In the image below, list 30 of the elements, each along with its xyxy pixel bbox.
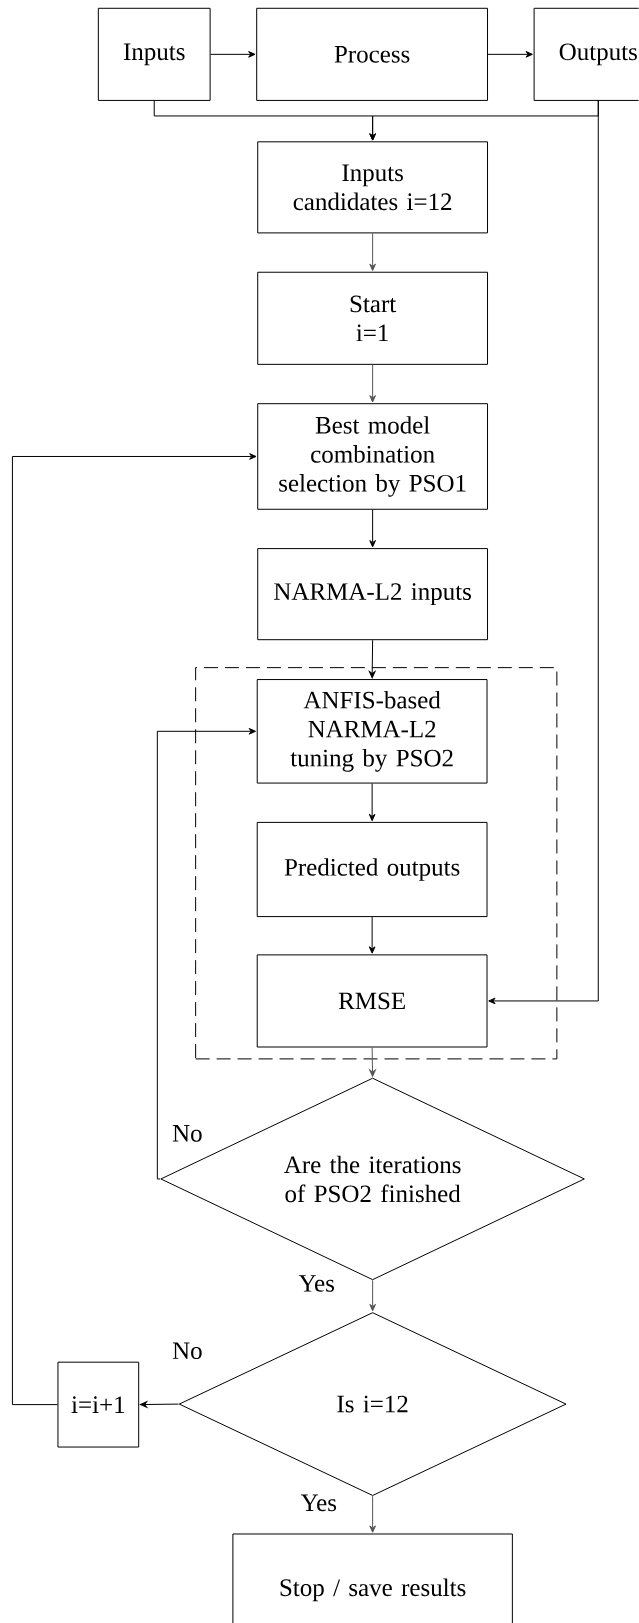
process-box: RMSE [256, 954, 488, 1048]
arrow [210, 51, 256, 58]
process-box: Predicted outputs [256, 821, 488, 918]
process-box: Process [256, 7, 489, 101]
edge-label: No [171, 1124, 204, 1143]
arrow [369, 1279, 377, 1312]
arrow [369, 364, 377, 403]
arrow [369, 639, 376, 679]
arrow [157, 728, 257, 1180]
process-box: Start i=1 [257, 271, 489, 365]
process-box: Inputs candidates i=12 [257, 141, 489, 234]
process-box: Inputs [98, 7, 211, 101]
arrow [488, 99, 599, 1005]
process-box: Best model combination selection by PSO1 [257, 403, 489, 510]
arrow [369, 916, 376, 954]
arrow [487, 51, 534, 58]
arrow [369, 232, 377, 271]
arrow [369, 783, 376, 822]
arrow [140, 1401, 180, 1408]
arrow [369, 509, 377, 548]
edge-label: Yes [299, 1493, 339, 1513]
arrow [12, 453, 257, 1406]
process-box: Stop / save results [232, 1533, 514, 1623]
arrow [369, 1047, 376, 1077]
process-box: i=i+1 [57, 1361, 140, 1448]
process-box: ANFIS-based NARMA-L2 tuning by PSO2 [256, 679, 488, 784]
process-box: Outputs [533, 7, 639, 101]
dashed-group-box [195, 667, 558, 1060]
arrow [369, 1495, 377, 1533]
process-box: NARMA-L2 inputs [257, 548, 489, 641]
